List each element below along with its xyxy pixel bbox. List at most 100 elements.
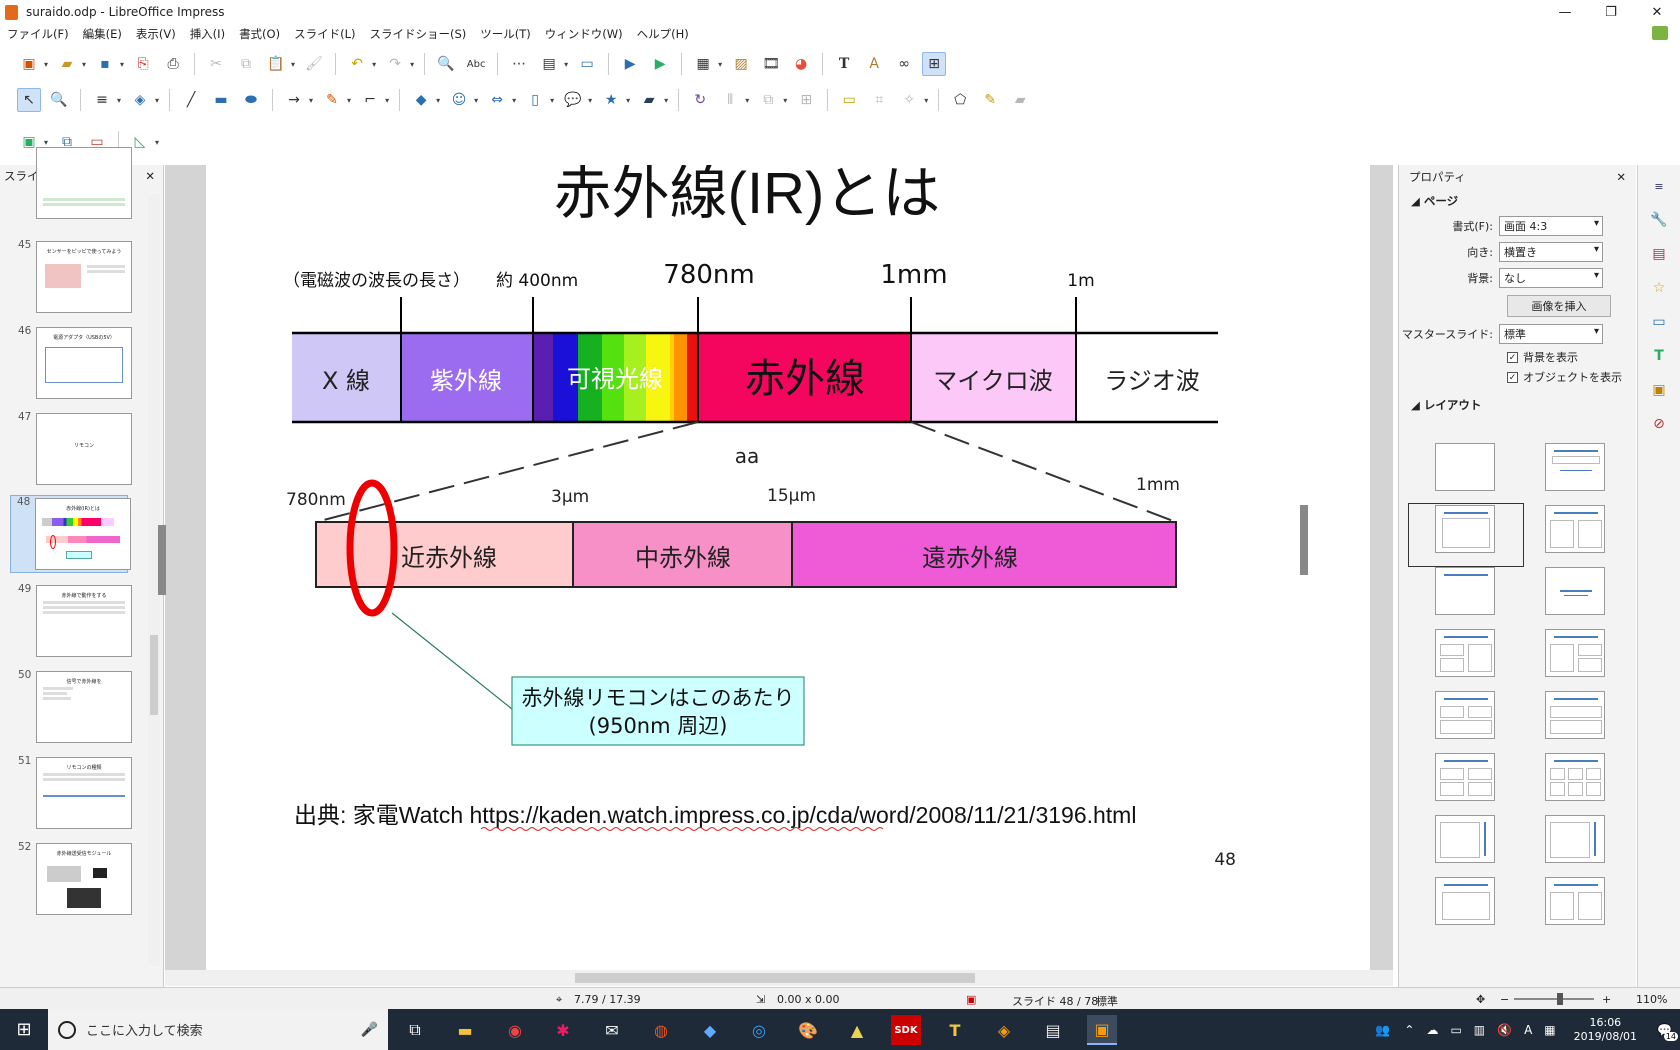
minimize-button[interactable]: — (1558, 4, 1572, 20)
battery-icon[interactable]: ▭ (1450, 1022, 1462, 1037)
clock[interactable]: 16:06 2019/08/01 (1573, 1015, 1638, 1043)
print-icon[interactable]: ⎙ (167, 56, 179, 72)
new-document-icon[interactable]: ▣ (22, 56, 36, 72)
flowchart-icon[interactable]: ▯ (531, 92, 539, 108)
microphone-icon[interactable]: 🎤 (360, 1021, 378, 1038)
hyperlink-icon[interactable]: ∞ (898, 56, 910, 72)
slide-transition-icon[interactable]: ▤ (1652, 246, 1666, 262)
menu-window[interactable]: ウィンドウ(W) (544, 27, 623, 41)
slides-pane-scrollbar[interactable] (148, 195, 160, 965)
layout-title-2content-over-content[interactable] (1435, 691, 1495, 739)
redo-icon[interactable]: ↷ (389, 56, 401, 72)
slide-thumbnail-50[interactable]: 50 信号で赤外線を (0, 669, 150, 753)
windows-start-icon[interactable]: ⊞ (16, 1019, 32, 1040)
rotate-icon[interactable]: ↻ (694, 92, 707, 108)
properties-wrench-icon[interactable]: 🔧 (1650, 212, 1668, 228)
layout-title-6content[interactable] (1545, 753, 1605, 801)
align-icon[interactable]: ⫴ (727, 92, 734, 108)
collapse-right-pane-handle[interactable] (1300, 505, 1308, 575)
line-color-icon[interactable]: ≡ (96, 92, 108, 108)
orientation-dropdown[interactable]: 横置き (1499, 242, 1603, 262)
menu-view[interactable]: 表示(V) (135, 27, 176, 41)
volume-icon[interactable]: 🔇 (1497, 1022, 1513, 1037)
ime-pad-icon[interactable]: ▦ (1544, 1022, 1556, 1037)
layout-centered-text[interactable] (1545, 567, 1605, 615)
spellcheck-icon[interactable]: Abc (466, 58, 486, 70)
show-objects-checkbox[interactable]: ✓オブジェクトを表示 (1507, 371, 1622, 384)
chrome-icon[interactable]: ◉ (508, 1020, 522, 1040)
slide-thumbnail-47[interactable]: 47 リモコン (0, 411, 150, 495)
onedrive-icon[interactable]: ☁ (1426, 1022, 1439, 1037)
fontwork-icon[interactable]: A (869, 56, 879, 72)
menu-slide[interactable]: スライド(L) (294, 27, 356, 41)
display-views-icon[interactable]: ▤ (542, 56, 556, 72)
layout-title-only[interactable] (1545, 443, 1605, 491)
layout-section-header[interactable]: ◢ レイアウト (1411, 398, 1482, 412)
layout-title-content-over-content[interactable] (1545, 691, 1605, 739)
zoom-in-button[interactable]: + (1602, 993, 1612, 1006)
export-pdf-icon[interactable]: ⎘ (137, 56, 149, 72)
glue-points-icon[interactable]: ✎ (984, 92, 997, 108)
connector-icon[interactable]: ⌐ (364, 92, 376, 108)
callout-shapes-icon[interactable]: 💬 (564, 92, 582, 108)
arrange-icon[interactable]: ⧉ (763, 92, 774, 108)
show-background-checkbox[interactable]: ✓背景を表示 (1507, 351, 1578, 364)
impress-taskbar-icon[interactable]: ▣ (1087, 1015, 1117, 1045)
points-icon[interactable]: ⬠ (954, 92, 967, 108)
slide-thumbnail-52[interactable]: 52 赤外線送受信モジュール (0, 841, 150, 925)
menu-format[interactable]: 書式(O) (239, 27, 281, 41)
horizontal-scrollbar[interactable] (165, 970, 1393, 986)
textbox-icon[interactable]: T (838, 56, 850, 72)
slide-thumbnail-49[interactable]: 49 赤外線で動作をする (0, 583, 150, 667)
maximize-button[interactable]: ❐ (1605, 4, 1617, 20)
layout-vertical-title-text-2[interactable] (1545, 815, 1605, 863)
task-view-icon[interactable]: ⧉ (409, 1020, 421, 1039)
zoom-level[interactable]: 110% (1636, 993, 1668, 1006)
slide-layout-icon[interactable]: ◺ (134, 134, 146, 150)
show-hidden-icons-icon[interactable]: ⌃ (1404, 1022, 1415, 1037)
shadow-icon[interactable]: ▭ (842, 92, 856, 108)
crop-icon[interactable]: ⌗ (875, 92, 884, 108)
people-icon[interactable]: 👥 (1375, 1022, 1391, 1037)
sidebar-toggle-icon[interactable]: ⊞ (922, 52, 947, 76)
update-download-icon[interactable] (1652, 26, 1668, 40)
layout-blank[interactable] (1435, 443, 1495, 491)
block-arrows-icon[interactable]: ⇔ (491, 92, 503, 108)
fill-color-icon[interactable]: ◈ (134, 92, 146, 108)
open-folder-icon[interactable]: ▰ (61, 56, 73, 72)
paint-icon[interactable]: 🎨 (798, 1020, 818, 1040)
mail-icon[interactable]: ✉ (605, 1020, 619, 1040)
layout-title-4content[interactable] (1435, 753, 1495, 801)
inkscape-icon[interactable]: ▲ (850, 1020, 864, 1040)
delete-slide-icon[interactable]: ▭ (90, 134, 104, 150)
table-icon[interactable]: ▦ (696, 56, 710, 72)
layout-title-2content[interactable] (1545, 505, 1605, 553)
layout-title-content-2content[interactable] (1545, 629, 1605, 677)
rectangle-icon[interactable]: ▬ (214, 92, 228, 108)
3d-objects-icon[interactable]: ▰ (643, 92, 655, 108)
arduino-icon[interactable]: ◎ (752, 1020, 766, 1040)
ubuntu-icon[interactable]: ◍ (654, 1020, 668, 1040)
page-section-header[interactable]: ◢ ページ (1411, 194, 1459, 208)
line-icon[interactable]: ╱ (186, 92, 196, 108)
slideshow-current-icon[interactable]: ▶ (654, 56, 666, 72)
slack-icon[interactable]: ✱ (556, 1020, 570, 1040)
menu-edit[interactable]: 編集(E) (82, 27, 122, 41)
notification-center-icon[interactable]: 💬14 (1657, 1022, 1678, 1041)
sidebar-menu-icon[interactable]: ≡ (1654, 179, 1664, 193)
network-icon[interactable]: ▥ (1473, 1022, 1486, 1037)
stars-icon[interactable]: ★ (604, 92, 618, 108)
ime-mode[interactable]: A (1524, 1022, 1533, 1037)
image-icon[interactable]: ▨ (734, 56, 748, 72)
master-slide-icon[interactable]: ▭ (580, 56, 594, 72)
slide-thumbnail-51[interactable]: 51 リモコンの種類 (0, 755, 150, 839)
filter-icon[interactable]: ✧ (903, 92, 916, 108)
ellipse-icon[interactable]: ⬬ (245, 92, 258, 108)
new-slide-icon[interactable]: ▣ (22, 134, 36, 150)
slides-pane-close-button[interactable]: ✕ (145, 169, 155, 183)
media-icon[interactable]: 🎞 (762, 56, 781, 72)
styles-icon[interactable]: T (1654, 348, 1664, 364)
menu-help[interactable]: ヘルプ(H) (636, 27, 689, 41)
duplicate-slide-icon[interactable]: ⧉ (62, 134, 73, 150)
animation-star-icon[interactable]: ☆ (1652, 280, 1666, 296)
